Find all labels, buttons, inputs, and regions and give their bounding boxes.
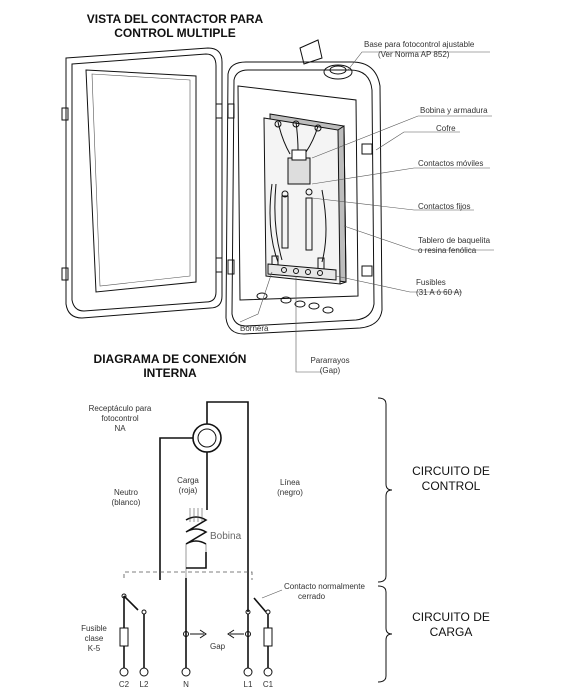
diagram-title: DIAGRAMA DE CONEXIÓN INTERNA bbox=[93, 352, 247, 380]
label-contactos-fijos: Contactos fijos bbox=[418, 202, 471, 211]
label-tablero: Tablero de baquelita o resina fenólica bbox=[418, 236, 491, 255]
label-fusible: Fusible clase K-5 bbox=[81, 624, 107, 653]
label-base-fotocontrol: Base para fotocontrol ajustable (Ver Nor… bbox=[364, 40, 475, 59]
receptacle-icon bbox=[192, 423, 222, 453]
label-bobina-armadura: Bobina y armadura bbox=[420, 106, 488, 115]
label-contacto-nc: Contacto normalmente cerrado bbox=[284, 582, 365, 601]
terminal-c1: C1 bbox=[262, 680, 274, 689]
enclosure-door bbox=[61, 47, 223, 319]
view-title: VISTA DEL CONTACTOR PARA CONTROL MULTIPL… bbox=[86, 12, 264, 40]
label-linea: Línea (negro) bbox=[277, 478, 303, 497]
label-gap: Gap bbox=[210, 642, 226, 651]
label-neutro: Neutro (blanco) bbox=[111, 488, 141, 507]
label-bobina: Bobina bbox=[210, 531, 242, 542]
fuse-icon-2 bbox=[263, 627, 273, 647]
label-carga: Carga (roja) bbox=[177, 476, 199, 495]
enclosure-body bbox=[225, 39, 383, 335]
section-control: CIRCUITO DE CONTROL bbox=[412, 464, 490, 493]
label-pararrayos: Pararrayos (Gap) bbox=[310, 356, 350, 375]
label-receptaculo: Receptáculo para fotocontrol NA bbox=[88, 404, 152, 433]
label-fusibles: Fusibles (31 A ó 60 A) bbox=[416, 278, 462, 297]
terminal-c2: C2 bbox=[118, 680, 130, 689]
section-braces bbox=[377, 397, 393, 683]
terminal-l2: L2 bbox=[139, 680, 149, 689]
coil-icon bbox=[185, 508, 208, 578]
connection-diagram bbox=[119, 401, 283, 677]
terminal-l1: L1 bbox=[243, 680, 253, 689]
section-carga: CIRCUITO DE CARGA bbox=[412, 610, 490, 639]
terminal-n: N bbox=[183, 680, 189, 689]
label-cofre: Cofre bbox=[436, 124, 456, 133]
label-contactos-moviles: Contactos móviles bbox=[418, 159, 484, 168]
fuse-icon bbox=[119, 627, 129, 647]
leader-lines bbox=[239, 51, 494, 373]
label-bornera: Bornera bbox=[240, 324, 269, 333]
bakelite-board bbox=[256, 113, 347, 314]
